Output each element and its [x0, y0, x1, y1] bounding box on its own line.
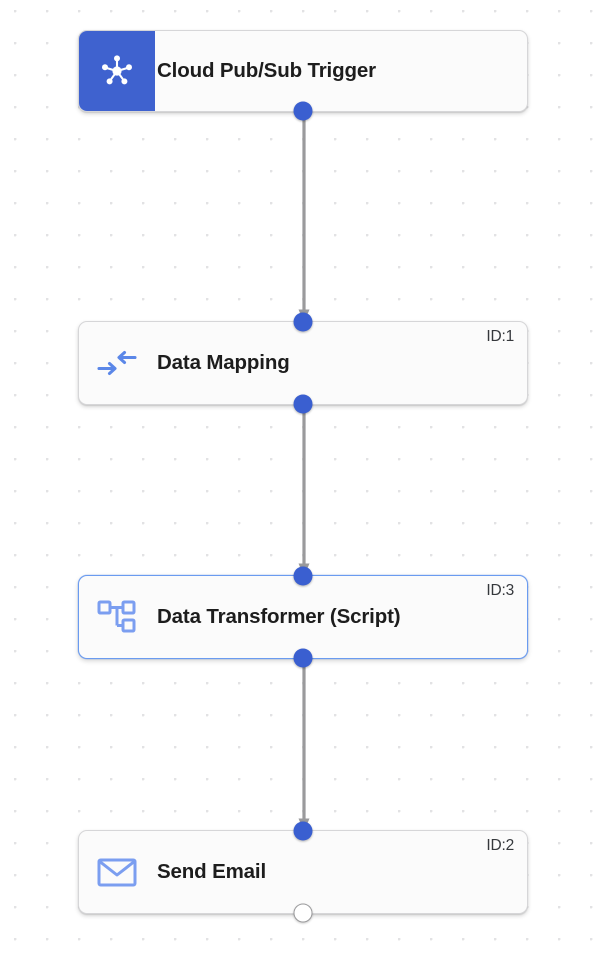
- output-port[interactable]: [293, 648, 313, 668]
- node-id-badge: ID:3: [486, 582, 514, 599]
- node-label: Data Transformer (Script): [157, 605, 401, 628]
- node-id-badge: ID:2: [486, 837, 514, 854]
- account-tree-icon-panel: [79, 576, 155, 658]
- envelope-icon-panel: [79, 831, 155, 913]
- input-port[interactable]: [293, 312, 313, 332]
- node-data-mapping[interactable]: Data Mapping ID:1: [78, 312, 528, 414]
- node-data-transformer[interactable]: Data Transformer (Script) ID:3: [78, 566, 528, 668]
- output-port[interactable]: [293, 903, 313, 923]
- data-mapping-icon-panel: [79, 322, 155, 404]
- node-cloud-pubsub-trigger[interactable]: Cloud Pub/Sub Trigger: [78, 30, 528, 121]
- account-tree-icon: [97, 600, 136, 633]
- node-label: Data Mapping: [157, 351, 290, 374]
- node-label: Cloud Pub/Sub Trigger: [157, 59, 376, 82]
- node-send-email[interactable]: Send Email ID:2: [78, 821, 528, 923]
- input-port[interactable]: [293, 566, 313, 586]
- envelope-icon: [97, 858, 137, 887]
- cloud-pubsub-icon: [102, 55, 132, 85]
- node-label: Send Email: [157, 860, 267, 883]
- node-id-badge: ID:1: [486, 328, 514, 345]
- output-port[interactable]: [293, 394, 313, 414]
- output-port[interactable]: [293, 101, 313, 121]
- input-port[interactable]: [293, 821, 313, 841]
- cloud-pubsub-icon-panel: [79, 31, 155, 111]
- data-mapping-icon: [97, 350, 137, 376]
